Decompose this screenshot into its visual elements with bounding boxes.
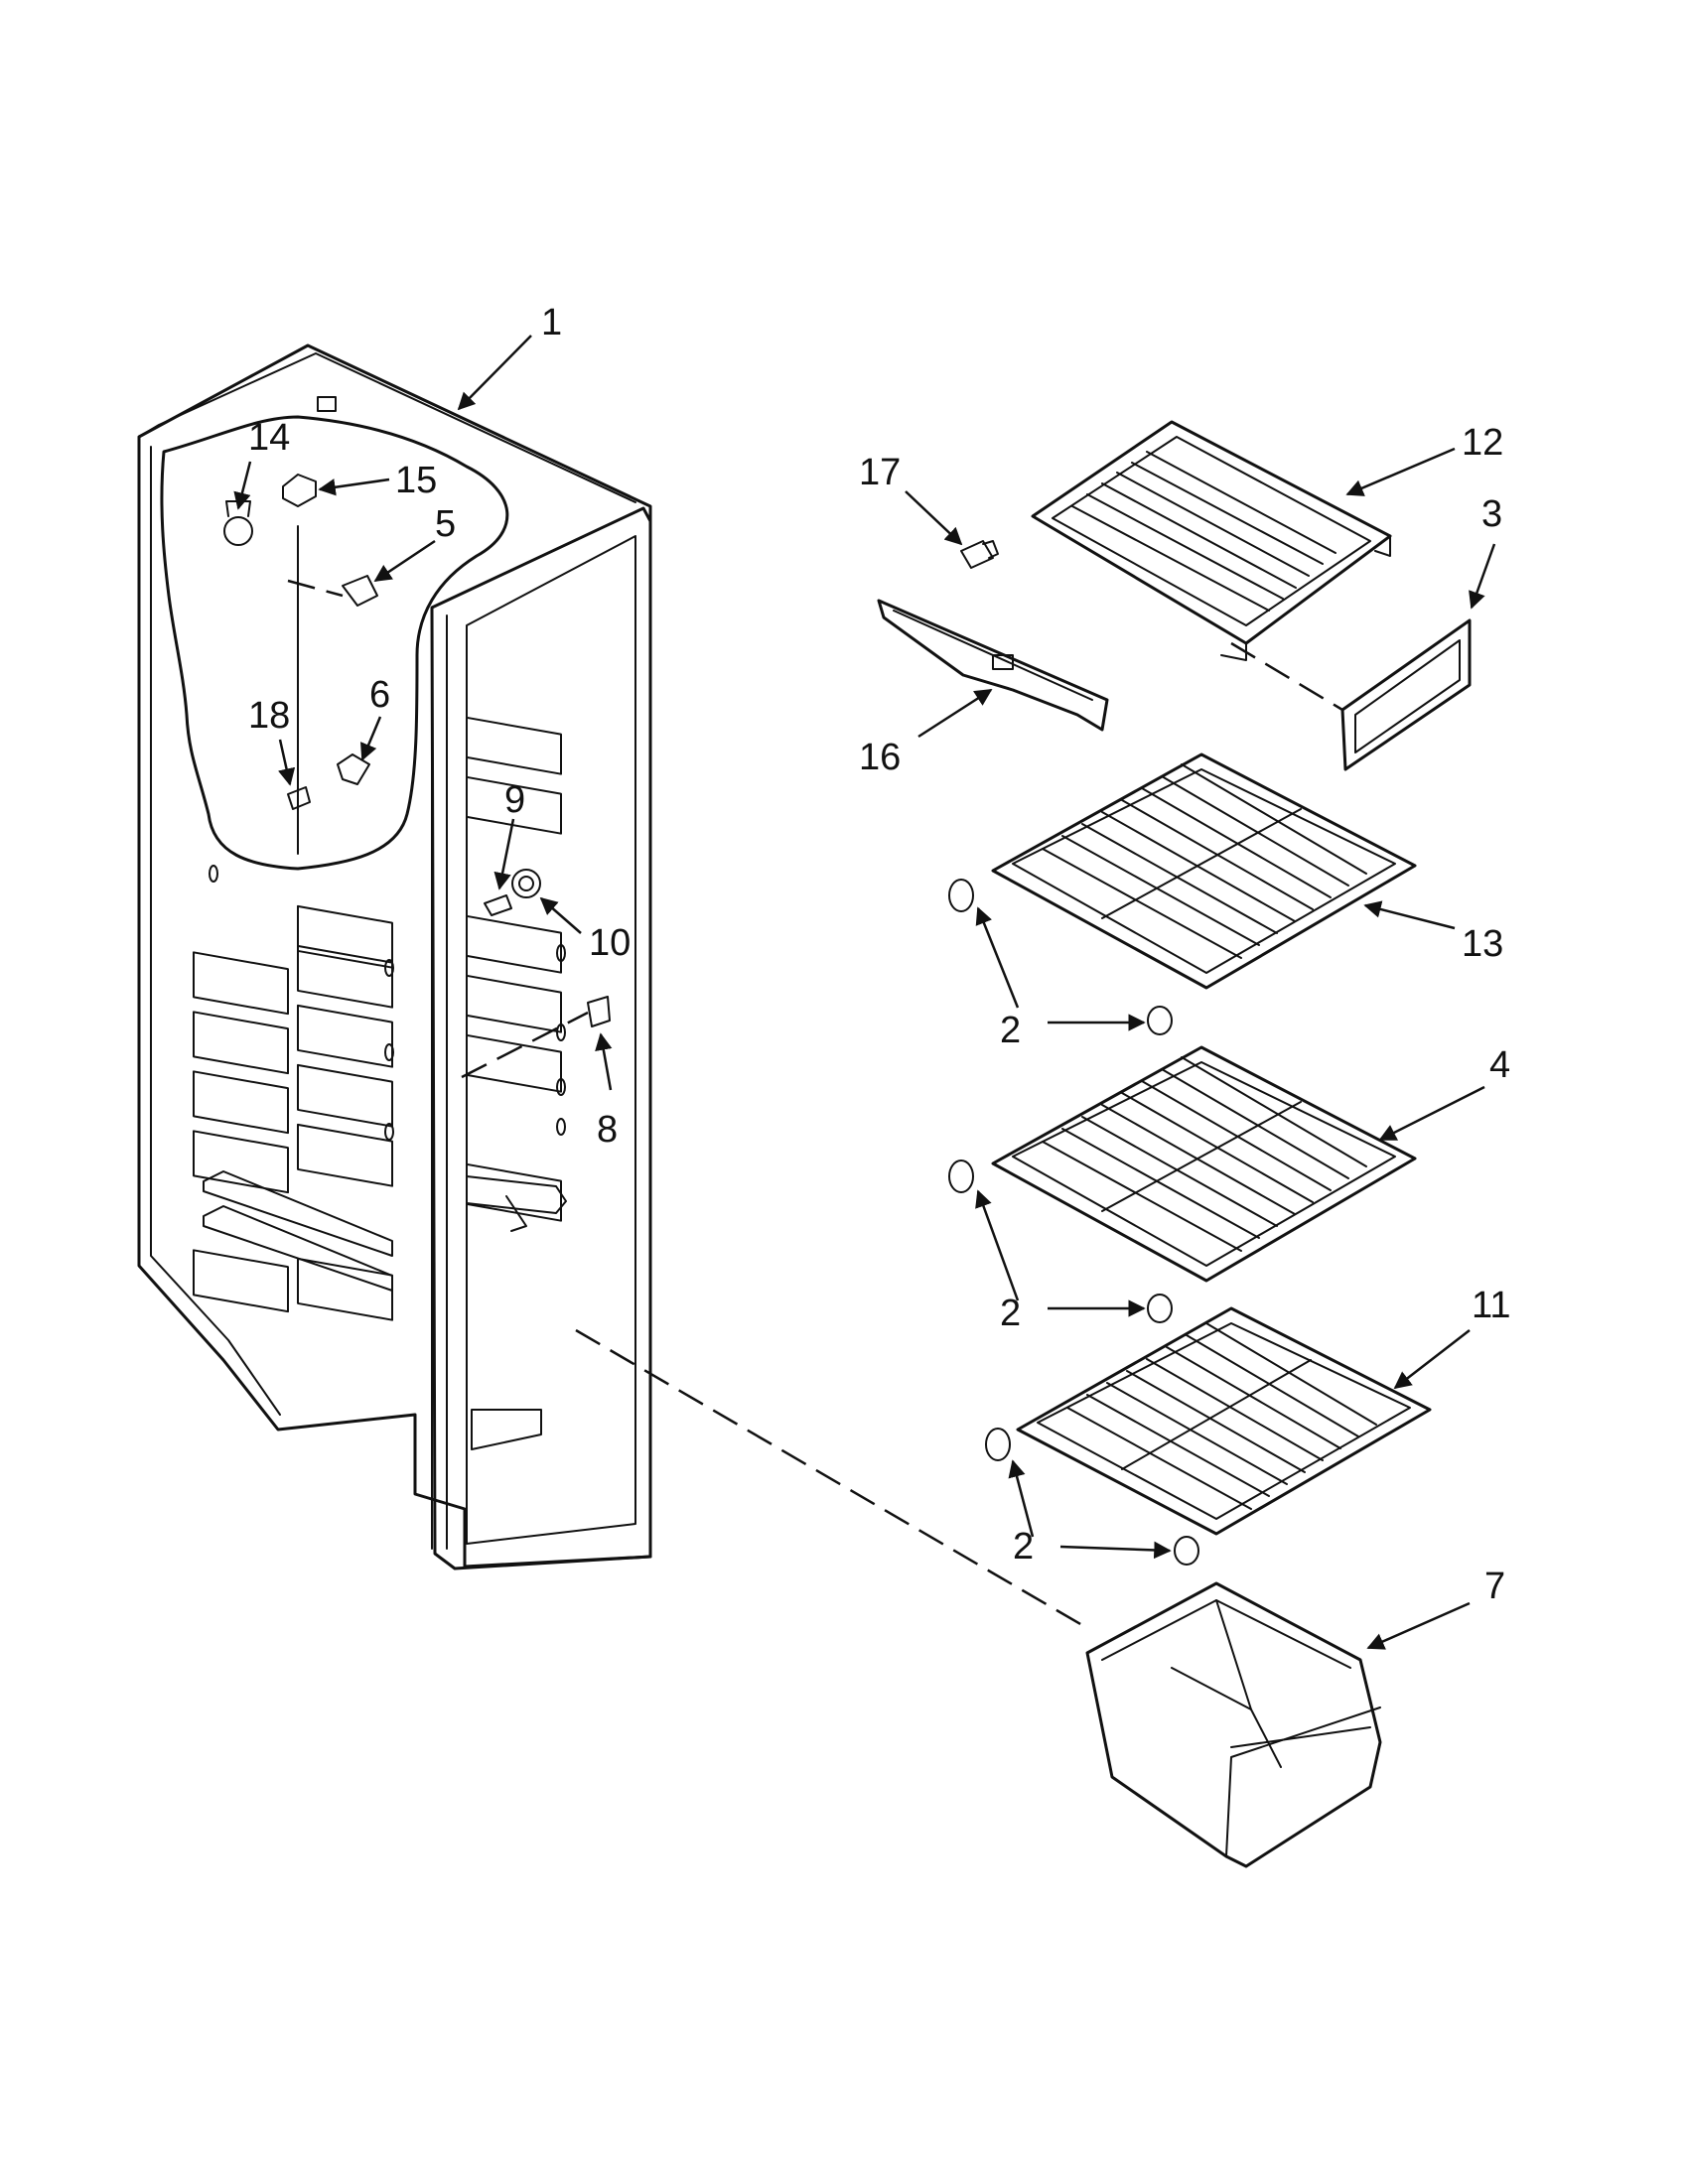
shelf-bracket-16 [877,599,1109,732]
svg-text:6: 6 [369,674,390,716]
callout-12: 12 [1345,422,1503,496]
callout-2c: 2 [1008,1459,1172,1568]
svg-text:5: 5 [435,503,456,545]
callout-10: 10 [539,896,631,964]
callout-11: 11 [1393,1285,1510,1390]
callout-1: 1 [457,302,562,411]
svg-text:10: 10 [589,922,631,964]
svg-text:1: 1 [541,302,562,343]
callout-3: 3 [1469,493,1502,610]
svg-text:11: 11 [1472,1285,1510,1326]
shelf-support-2c [948,1160,1173,1323]
wire-shelf-4 [991,1045,1417,1283]
svg-text:2: 2 [1000,1010,1021,1051]
shelf-cover-3 [1340,618,1472,771]
svg-text:14: 14 [248,417,290,459]
svg-text:12: 12 [1462,422,1503,464]
callout-4: 4 [1378,1044,1510,1142]
callout-9: 9 [493,779,525,890]
svg-text:9: 9 [504,779,525,821]
svg-text:3: 3 [1481,493,1502,535]
callout-14: 14 [233,417,290,510]
svg-text:13: 13 [1462,923,1503,965]
svg-text:17: 17 [859,452,901,493]
svg-text:7: 7 [1484,1566,1505,1607]
callout-6: 6 [360,674,390,761]
svg-text:2: 2 [1000,1293,1021,1334]
callout-13: 13 [1363,900,1503,965]
callout-17: 17 [859,452,963,546]
shelf-support-2b [1147,1006,1173,1035]
callout-8: 8 [595,1032,618,1151]
svg-text:16: 16 [859,737,901,778]
wire-shelf-13 [991,752,1417,990]
shelf-12 [1031,420,1392,661]
callout-15: 15 [318,460,437,501]
wire-shelf-11 [985,1306,1432,1566]
callout-7: 7 [1366,1566,1505,1650]
callout-18: 18 [248,695,296,786]
callout-16: 16 [859,688,993,778]
shelf-support-2a [948,879,974,912]
callout-2b: 2 [975,1189,1146,1334]
svg-text:2: 2 [1013,1526,1034,1568]
svg-text:8: 8 [597,1109,618,1151]
svg-text:4: 4 [1489,1044,1510,1086]
svg-text:18: 18 [248,695,290,737]
callout-2a: 2 [975,906,1146,1051]
screw-17 [960,540,999,569]
callout-5: 5 [373,503,456,583]
freezer-liner [137,343,652,1570]
svg-text:15: 15 [395,460,437,501]
freezer-bin-7 [1085,1581,1382,1868]
